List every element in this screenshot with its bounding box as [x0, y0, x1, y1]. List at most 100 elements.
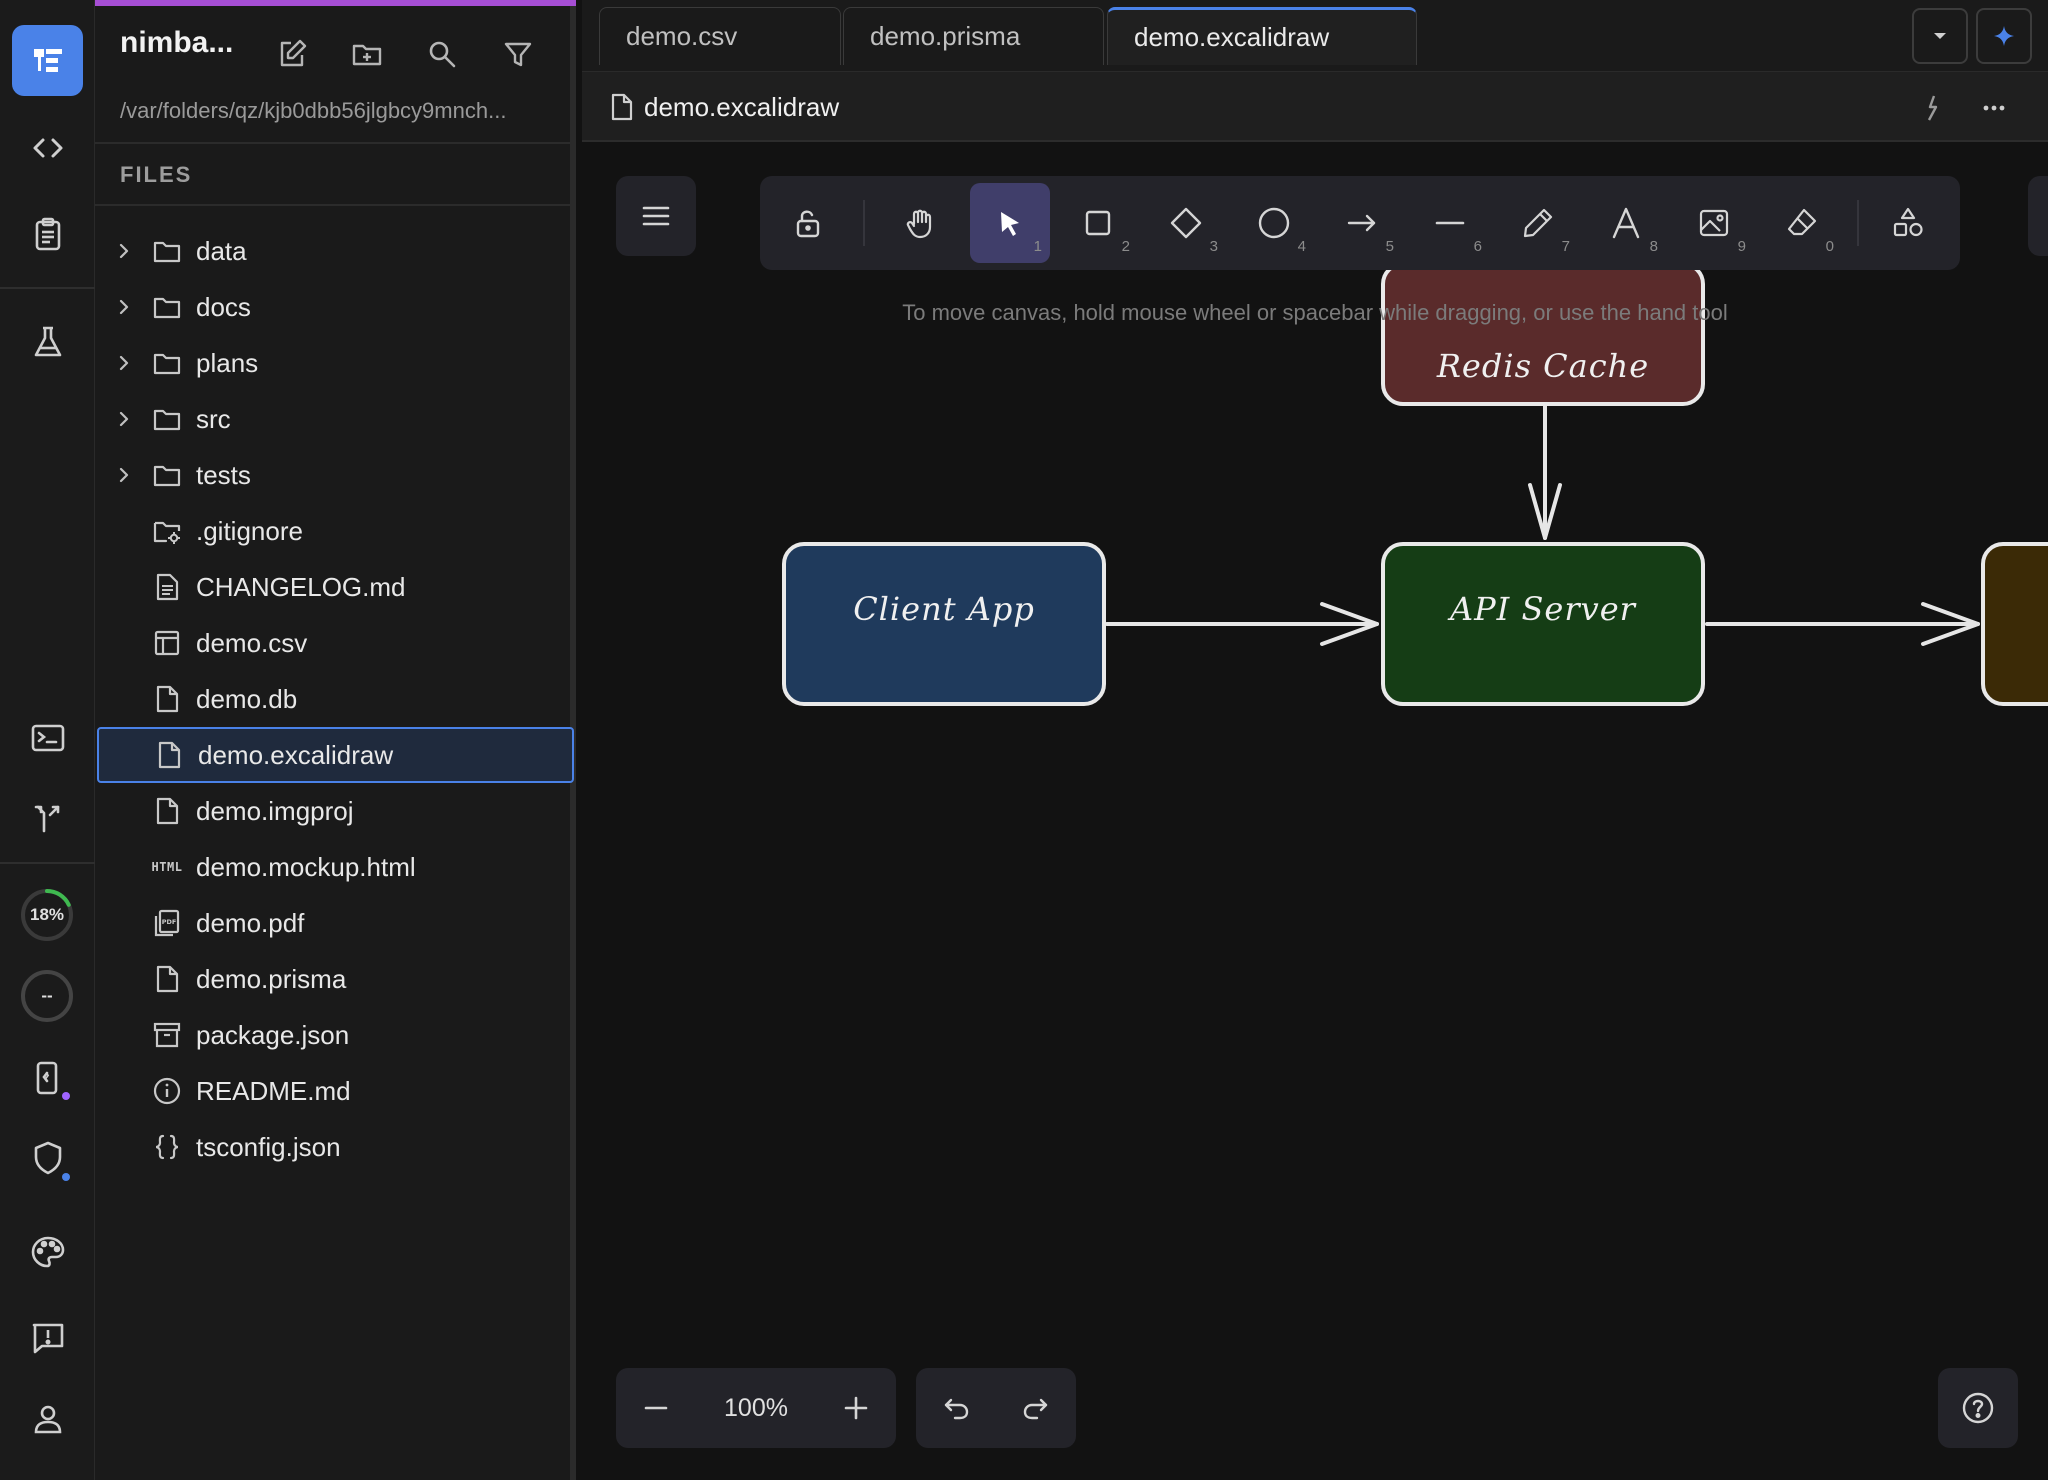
chevron-right-icon[interactable]: [114, 465, 134, 485]
diagram-node-partial[interactable]: [1981, 542, 2048, 706]
tool-text[interactable]: 8: [1586, 183, 1666, 263]
file-tree-item-plans[interactable]: plans: [97, 335, 574, 391]
code-icon[interactable]: [12, 112, 83, 183]
undo-button[interactable]: [916, 1368, 996, 1448]
shortcut-key: 7: [1561, 238, 1570, 255]
new-file-icon[interactable]: [272, 34, 312, 74]
zoom-level[interactable]: 100%: [724, 1393, 788, 1422]
zoom-in-button[interactable]: [816, 1368, 896, 1448]
tool-rectangle[interactable]: 2: [1058, 183, 1138, 263]
diagram-node-api-server[interactable]: API Server: [1381, 542, 1705, 706]
tool-eraser[interactable]: 0: [1762, 183, 1842, 263]
main-menu-button[interactable]: [616, 176, 696, 256]
file-tree-item-tests[interactable]: tests: [97, 447, 574, 503]
tool-draw[interactable]: 7: [1498, 183, 1578, 263]
explorer-icon[interactable]: [12, 25, 83, 96]
progress-label: 18%: [29, 905, 65, 924]
file-icon: [611, 93, 633, 121]
redo-button[interactable]: [996, 1368, 1076, 1448]
tool-line[interactable]: 6: [1410, 183, 1490, 263]
arrow-icon: [1347, 214, 1376, 232]
shortcut-key: 0: [1825, 238, 1834, 255]
file-tree-item-data[interactable]: data: [97, 223, 574, 279]
shortcut-key: 5: [1385, 238, 1394, 255]
files-section-header[interactable]: FILES: [95, 142, 576, 206]
ai-action-button[interactable]: [1912, 88, 1952, 128]
shortcut-key: 9: [1737, 238, 1746, 255]
file-tree-item-src[interactable]: src: [97, 391, 574, 447]
file-tree-item-label: .gitignore: [196, 515, 303, 546]
tab-dropdown-button[interactable]: [1912, 8, 1968, 64]
chevron-right-icon[interactable]: [114, 297, 134, 317]
file-tree-item-demo-db[interactable]: demo.db: [97, 671, 574, 727]
file-tree-item-package-json[interactable]: package.json: [97, 1007, 574, 1063]
file-tree-item-demo-prisma[interactable]: demo.prisma: [97, 951, 574, 1007]
file-tree-item-demo-csv[interactable]: demo.csv: [97, 615, 574, 671]
file-tree-item-label: tsconfig.json: [196, 1131, 341, 1162]
mobile-code-icon[interactable]: [12, 1042, 83, 1113]
status-ring[interactable]: [19, 968, 75, 1024]
flask-icon[interactable]: [12, 306, 83, 377]
notification-dot: [62, 1092, 70, 1100]
shortcut-key: 1: [1033, 238, 1042, 255]
chevron-right-icon[interactable]: [114, 409, 134, 429]
diagram-node-redis-cache[interactable]: Redis Cache: [1381, 262, 1705, 406]
filter-icon[interactable]: [498, 34, 538, 74]
tool-selection[interactable]: 1: [970, 183, 1050, 263]
more-options-button[interactable]: [1974, 88, 2014, 128]
git-merge-icon[interactable]: [12, 782, 83, 853]
help-button[interactable]: [1938, 1368, 2018, 1448]
account-icon[interactable]: [12, 1383, 83, 1454]
tool-hand[interactable]: [880, 183, 960, 263]
terminal-icon[interactable]: [12, 702, 83, 773]
text-icon: [1612, 207, 1640, 239]
clipboard-icon[interactable]: [12, 198, 83, 269]
file-tree-item-label: demo.imgproj: [196, 795, 354, 826]
library-button[interactable]: [2028, 176, 2048, 256]
tool-diamond[interactable]: 3: [1146, 183, 1226, 263]
sparkle-icon: [1927, 95, 1938, 121]
zoom-out-button[interactable]: [616, 1368, 696, 1448]
diagram-node-label: Client App: [853, 590, 1035, 628]
tool-arrow[interactable]: 5: [1322, 183, 1402, 263]
tab-demo-csv[interactable]: demo.csv: [599, 7, 841, 65]
file-tree-item-label: src: [196, 403, 231, 434]
chevron-right-icon[interactable]: [114, 353, 134, 373]
lock-open-icon: [796, 210, 820, 238]
tab-demo-excalidraw[interactable]: demo.excalidraw: [1107, 7, 1417, 65]
diagram-node-label: Redis Cache: [1436, 347, 1650, 385]
new-folder-icon[interactable]: [347, 34, 387, 74]
feedback-icon[interactable]: [12, 1302, 83, 1373]
folder-icon: [150, 458, 184, 492]
tool-ellipse[interactable]: 4: [1234, 183, 1314, 263]
image-icon: [1699, 209, 1729, 237]
tool-image[interactable]: 9: [1674, 183, 1754, 263]
chevron-right-icon[interactable]: [114, 241, 134, 261]
file-tree-item-tsconfig-json[interactable]: tsconfig.json: [97, 1119, 574, 1175]
shapes-icon: [1893, 207, 1923, 237]
file-tree-item-docs[interactable]: docs: [97, 279, 574, 335]
shortcut-key: 8: [1649, 238, 1658, 255]
search-icon[interactable]: [422, 34, 462, 74]
file-tree-item-label: demo.excalidraw: [198, 739, 394, 770]
file-tree-item-readme-md[interactable]: README.md: [97, 1063, 574, 1119]
file-tree-item-demo-excalidraw[interactable]: demo.excalidraw: [97, 727, 574, 783]
palette-icon[interactable]: [12, 1216, 83, 1287]
file-tree-item-label: plans: [196, 347, 259, 378]
workspace-path: /var/folders/qz/kjb0dbb56jlgbcy9mnch...: [120, 98, 507, 123]
tool-lock[interactable]: [768, 183, 848, 263]
chevron-down-icon: [1934, 33, 1946, 39]
file-tree-item-changelog-md[interactable]: CHANGELOG.md: [97, 559, 574, 615]
file-tree-item-demo-imgproj[interactable]: demo.imgproj: [97, 783, 574, 839]
diagram-node-client-app[interactable]: Client App: [782, 542, 1106, 706]
excalidraw-canvas[interactable]: Redis Cache Client App API Server To mov…: [582, 142, 2048, 1480]
file-tree-item-gitignore[interactable]: .gitignore: [97, 503, 574, 559]
pencil-icon: [1523, 208, 1553, 238]
shield-icon[interactable]: [12, 1122, 83, 1193]
ai-assistant-button[interactable]: [1976, 8, 2032, 64]
drawing-toolbar: 1 2 3 4 5 6 7: [760, 176, 1960, 270]
tool-more-shapes[interactable]: [1868, 183, 1948, 263]
tab-demo-prisma[interactable]: demo.prisma: [843, 7, 1104, 65]
